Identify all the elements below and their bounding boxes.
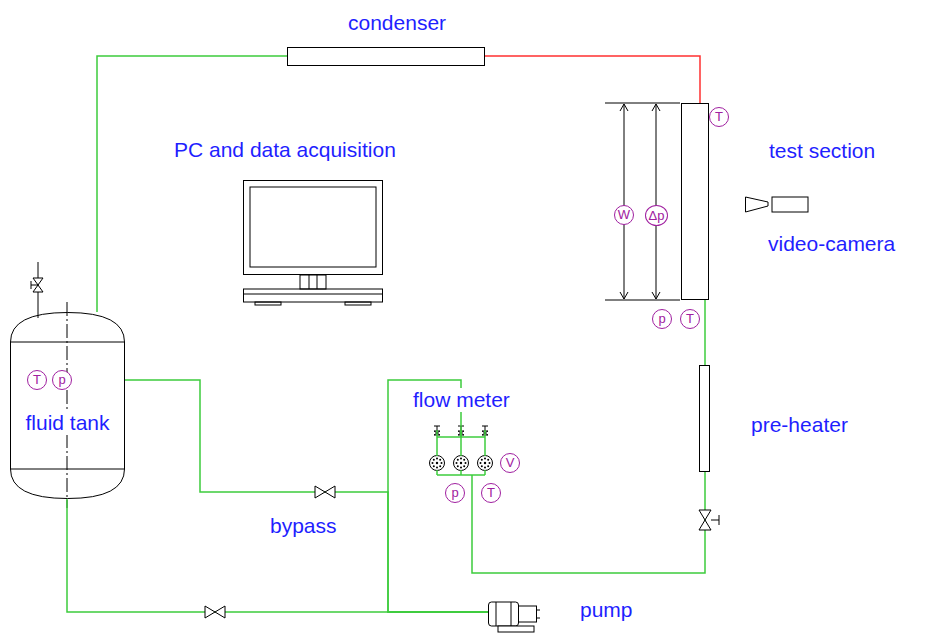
- flow-meter-group-outline: [428, 422, 494, 480]
- bypass-valve: [315, 486, 335, 498]
- fluid-tank: fluid tank Tp: [10, 312, 125, 499]
- instrument-symbol: T: [715, 110, 723, 124]
- instrument-symbol: Δp: [649, 209, 665, 223]
- fluid-tank-outline: [10, 312, 125, 499]
- pump-symbol: pump: [488, 596, 542, 634]
- pressure-gauge: p: [652, 309, 672, 329]
- bracket-line: [605, 300, 680, 301]
- inlet-valve-handle: [711, 515, 719, 525]
- instrument-symbol: T: [33, 373, 41, 387]
- computer-monitor: PC and data acquisition: [243, 180, 383, 305]
- test-section-box: test section: [681, 103, 709, 300]
- temperature-gauge: T: [680, 309, 700, 329]
- temperature-gauge: T: [481, 483, 501, 503]
- condenser-box: condenser: [287, 47, 485, 66]
- pressure-gauge: p: [445, 483, 465, 503]
- component-label: PC and data acquisition: [172, 138, 398, 162]
- component-label: condenser: [346, 11, 448, 35]
- video-camera-symbol-outline: [745, 194, 809, 214]
- tank-centerline: [67, 302, 68, 508]
- pipe-line: [388, 380, 488, 612]
- pipe-line: [97, 56, 287, 312]
- vent-valve-handle: [31, 285, 38, 286]
- pipe-line: [485, 56, 700, 103]
- instrument-symbol: T: [487, 486, 495, 500]
- component-label: pre-heater: [749, 413, 850, 437]
- computer-monitor-outline: [243, 180, 383, 305]
- pump-symbol-outline: [488, 596, 542, 634]
- component-label: pump: [578, 598, 635, 622]
- volume-flow-gauge: V: [500, 453, 520, 473]
- component-label: test section: [767, 139, 877, 163]
- component-label: flow meter: [411, 388, 512, 412]
- vent-valve-handle: [31, 281, 32, 289]
- instrument-symbol: p: [451, 486, 458, 500]
- bypass-label: bypass: [268, 514, 339, 538]
- tank-outlet-valve: [205, 606, 225, 618]
- pipe-line: [125, 380, 488, 612]
- video-camera-symbol: video-camera: [745, 194, 809, 214]
- bracket-line: [624, 104, 625, 299]
- flow-meter-group: flow meter: [428, 422, 494, 480]
- pre-heater-box: pre-heater: [699, 365, 710, 472]
- pipe-line: [67, 499, 488, 612]
- pipe-line: [704, 300, 706, 365]
- instrument-symbol: T: [686, 312, 694, 326]
- inlet-valve: [699, 510, 711, 530]
- instrument-symbol: W: [618, 208, 630, 222]
- bracket-line: [656, 104, 657, 299]
- component-label: video-camera: [766, 232, 897, 256]
- temperature-gauge: T: [27, 370, 47, 390]
- temperature-gauge: T: [709, 107, 729, 127]
- component-label: fluid tank: [23, 411, 111, 435]
- pipe-line: [472, 472, 705, 573]
- instrument-symbol: p: [58, 373, 65, 387]
- power-gauge: W: [614, 205, 634, 225]
- pipe-group: [67, 56, 705, 612]
- instrument-symbol: p: [658, 312, 665, 326]
- pressure-drop-gauge: Δp: [645, 205, 668, 226]
- bracket-arrowheads: [620, 104, 660, 299]
- instrument-symbol: V: [506, 456, 515, 470]
- bracket-line: [605, 103, 680, 104]
- pressure-gauge: p: [52, 370, 72, 390]
